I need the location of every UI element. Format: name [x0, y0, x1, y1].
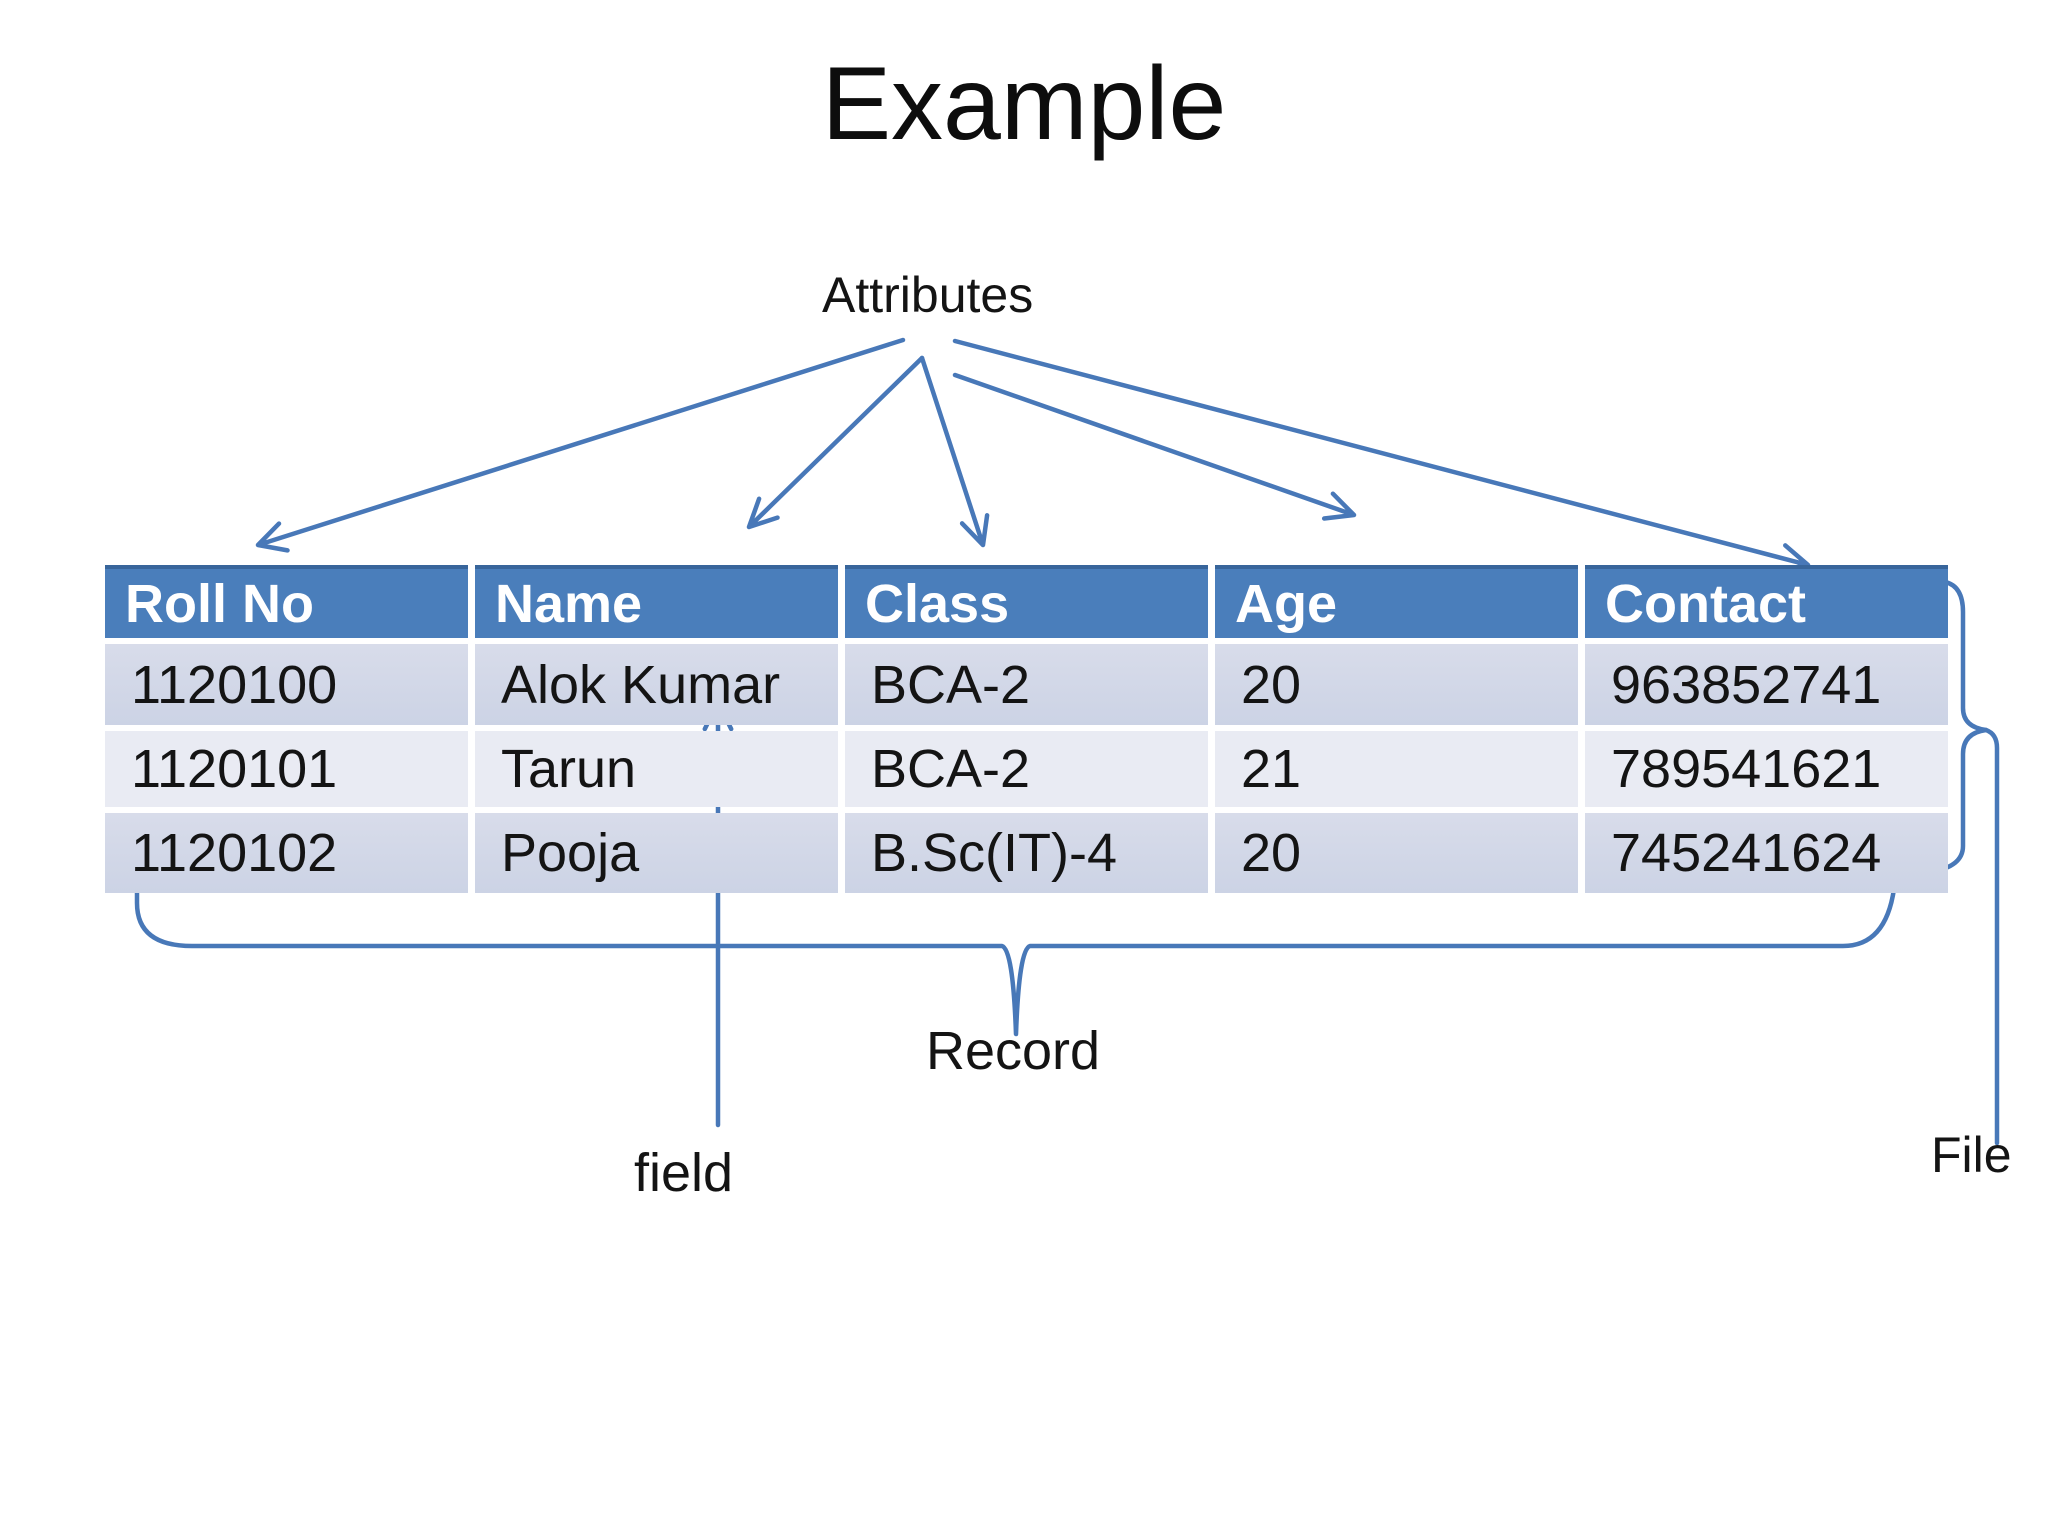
table-cell-age: 20 — [1215, 644, 1578, 725]
field-label: field — [634, 1143, 734, 1203]
arrow-to-name-column — [746, 355, 925, 530]
table-cell-name: Pooja — [475, 813, 838, 893]
table-cell-rollno: 1120100 — [105, 644, 468, 725]
record-label: Record — [926, 1021, 1101, 1081]
table-cell-name: Alok Kumar — [475, 644, 838, 725]
table-cell-name: Tarun — [475, 731, 838, 807]
table-cell-class: BCA-2 — [845, 644, 1208, 725]
file-label: File — [1931, 1127, 2012, 1183]
attributes-label: Attributes — [822, 267, 1034, 323]
attributes-arrows — [255, 337, 1811, 574]
slide-title: Example — [821, 46, 1227, 162]
column-header-contact: Contact — [1585, 565, 1948, 638]
arrow-to-class-column — [919, 355, 990, 548]
arrow-to-age-column — [952, 372, 1357, 521]
column-header-rollno: Roll No — [105, 565, 468, 638]
arrow-to-contact-column — [952, 338, 1811, 574]
table-cell-contact: 745241624 — [1585, 813, 1948, 893]
table-cell-contact: 789541621 — [1585, 731, 1948, 807]
table-cell-age: 20 — [1215, 813, 1578, 893]
table-cell-age: 21 — [1215, 731, 1578, 807]
file-line — [1983, 727, 2000, 1146]
table-cell-rollno: 1120101 — [105, 731, 468, 807]
table-cell-rollno: 1120102 — [105, 813, 468, 893]
column-header-class: Class — [845, 565, 1208, 638]
column-header-name: Name — [475, 565, 838, 638]
arrow-to-rollno-column — [255, 337, 906, 553]
table-cell-class: B.Sc(IT)-4 — [845, 813, 1208, 893]
column-header-age: Age — [1215, 565, 1578, 638]
student-table: Roll No Name Class Age Contact 1120100 A… — [105, 565, 1948, 893]
table-cell-class: BCA-2 — [845, 731, 1208, 807]
table-cell-contact: 963852741 — [1585, 644, 1948, 725]
